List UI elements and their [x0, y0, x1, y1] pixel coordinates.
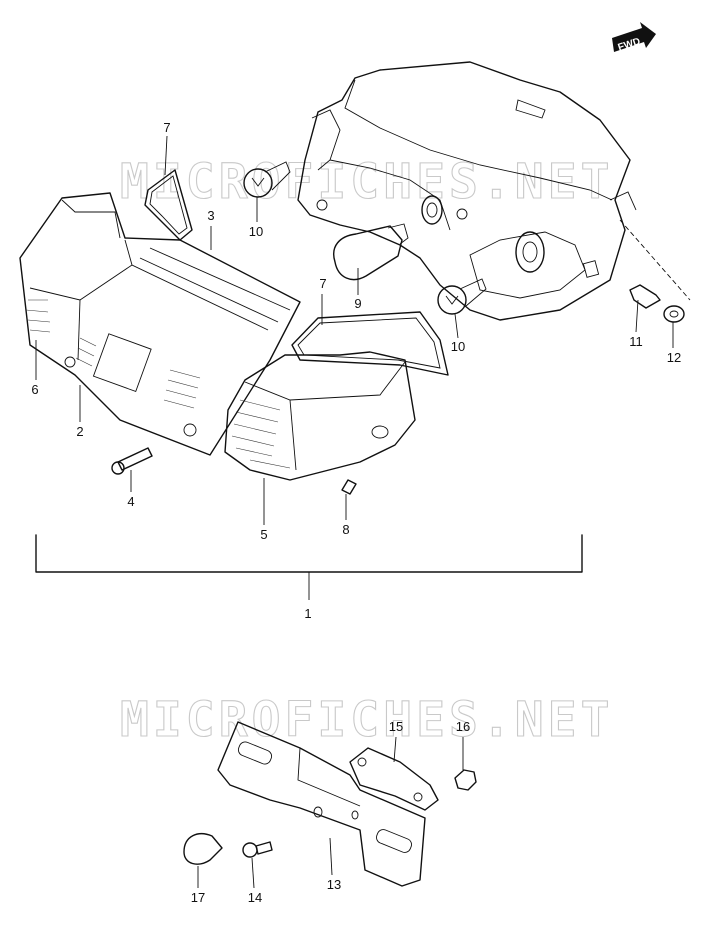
- forward-arrow-icon: FWD: [612, 22, 656, 54]
- lens-assembly-left: [19, 192, 301, 456]
- nut-16: [454, 769, 477, 791]
- bracket-15: [349, 747, 439, 811]
- gasket-7-right: [291, 311, 449, 376]
- callout-14: 14: [248, 890, 262, 905]
- screw-4: [111, 447, 153, 475]
- leader-lines: [35, 135, 674, 889]
- bulb-10-lower: [437, 278, 487, 315]
- rubber-17: [183, 833, 223, 865]
- callout-3: 3: [207, 208, 214, 223]
- watermark-top: MICROFICHES.NET: [120, 154, 613, 210]
- callout-10-upper: 10: [249, 224, 263, 239]
- callout-6: 6: [31, 382, 38, 397]
- bulb-9: [333, 223, 409, 281]
- callout-10-lower: 10: [451, 339, 465, 354]
- bulb-10-upper: [243, 161, 291, 198]
- callout-16: 16: [456, 719, 470, 734]
- bolt-11: [629, 284, 661, 309]
- washer-12: [663, 305, 685, 323]
- watermark-bottom: MICROFICHES.NET: [120, 692, 613, 748]
- callout-2: 2: [76, 424, 83, 439]
- callout-4: 4: [127, 494, 134, 509]
- callout-7-right: 7: [319, 276, 326, 291]
- screw-8: [341, 479, 357, 495]
- callout-1: 1: [304, 606, 311, 621]
- lens-5: [224, 351, 416, 481]
- callout-5: 5: [260, 527, 267, 542]
- callout-15: 15: [389, 719, 403, 734]
- callout-17: 17: [191, 890, 205, 905]
- callout-8: 8: [342, 522, 349, 537]
- callout-7-left: 7: [163, 120, 170, 135]
- license-bracket-13: [217, 721, 426, 887]
- callout-12: 12: [667, 350, 681, 365]
- callout-9: 9: [354, 296, 361, 311]
- callout-11: 11: [629, 334, 643, 349]
- taillight-housing: [297, 61, 691, 321]
- assembly-bracket: [35, 534, 583, 600]
- callout-13: 13: [327, 877, 341, 892]
- screw-14: [242, 841, 273, 858]
